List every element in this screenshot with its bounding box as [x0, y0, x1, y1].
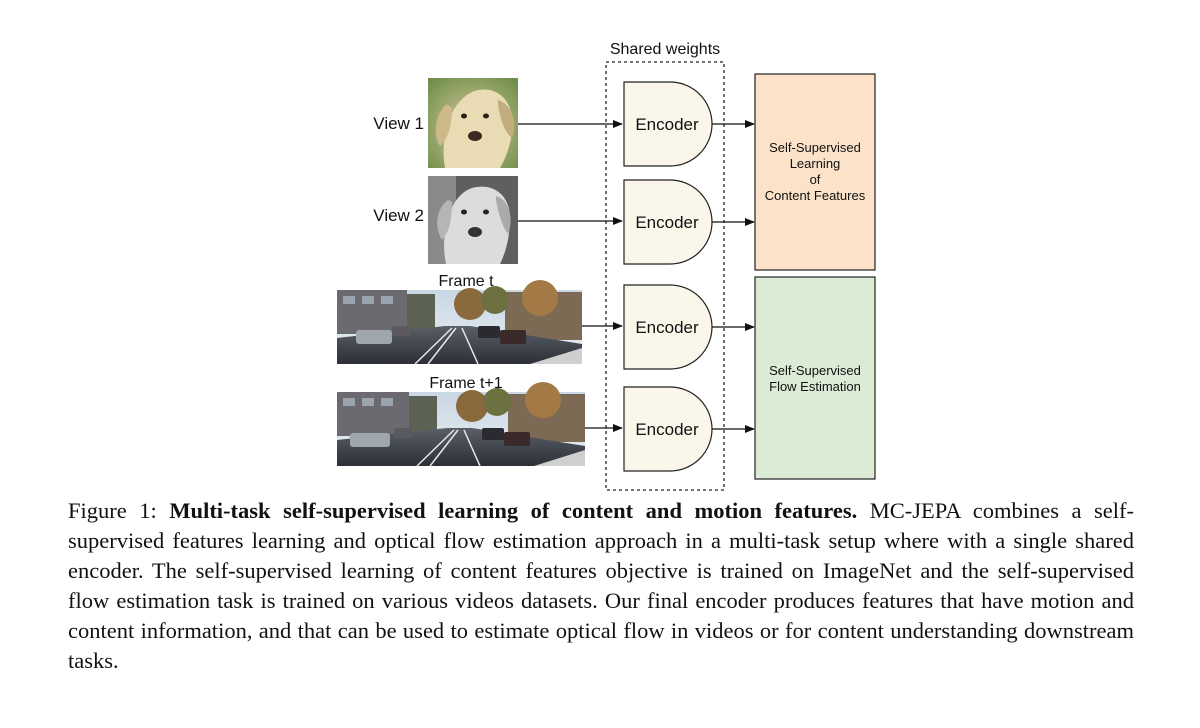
view-1-label: View 1 [373, 114, 424, 133]
encoder-3: Encoder [623, 284, 713, 370]
architecture-diagram: Shared weights View 1 View 2 Frame t Fra… [337, 41, 876, 491]
encoder-3-label: Encoder [635, 318, 699, 337]
caption-prefix: Figure 1: [68, 498, 170, 523]
encoder-2: Encoder [623, 179, 713, 265]
encoder-1: Encoder [623, 81, 713, 167]
figure-caption: Figure 1: Multi-task self-supervised lea… [68, 496, 1134, 676]
frame-t-label: Frame t [438, 273, 494, 290]
content-box-line-3: of [810, 172, 821, 187]
frame-t-image [337, 280, 582, 365]
content-box-line-1: Self-Supervised [769, 140, 861, 155]
view-1-dog-image [428, 78, 518, 168]
encoder-4-label: Encoder [635, 420, 699, 439]
content-features-box: Self-Supervised Learning of Content Feat… [754, 73, 876, 271]
shared-weights-region [605, 61, 725, 491]
encoder-2-label: Encoder [635, 213, 699, 232]
caption-body: MC-JEPA combines a self-supervised featu… [68, 498, 1134, 673]
view-2-label: View 2 [373, 206, 424, 225]
content-box-line-2: Learning [790, 156, 841, 171]
caption-title: Multi-task self-supervised learning of c… [169, 498, 858, 523]
encoder-4: Encoder [623, 386, 713, 472]
encoder-1-label: Encoder [635, 115, 699, 134]
flow-estimation-box: Self-Supervised Flow Estimation [754, 276, 876, 480]
view-2-dog-image [428, 176, 518, 264]
content-box-line-4: Content Features [765, 188, 866, 203]
frame-t1-image [337, 382, 585, 467]
flow-box-line-2: Flow Estimation [769, 379, 861, 394]
flow-box-line-1: Self-Supervised [769, 363, 861, 378]
shared-weights-label: Shared weights [610, 41, 720, 58]
frame-t1-label: Frame t+1 [429, 375, 502, 392]
